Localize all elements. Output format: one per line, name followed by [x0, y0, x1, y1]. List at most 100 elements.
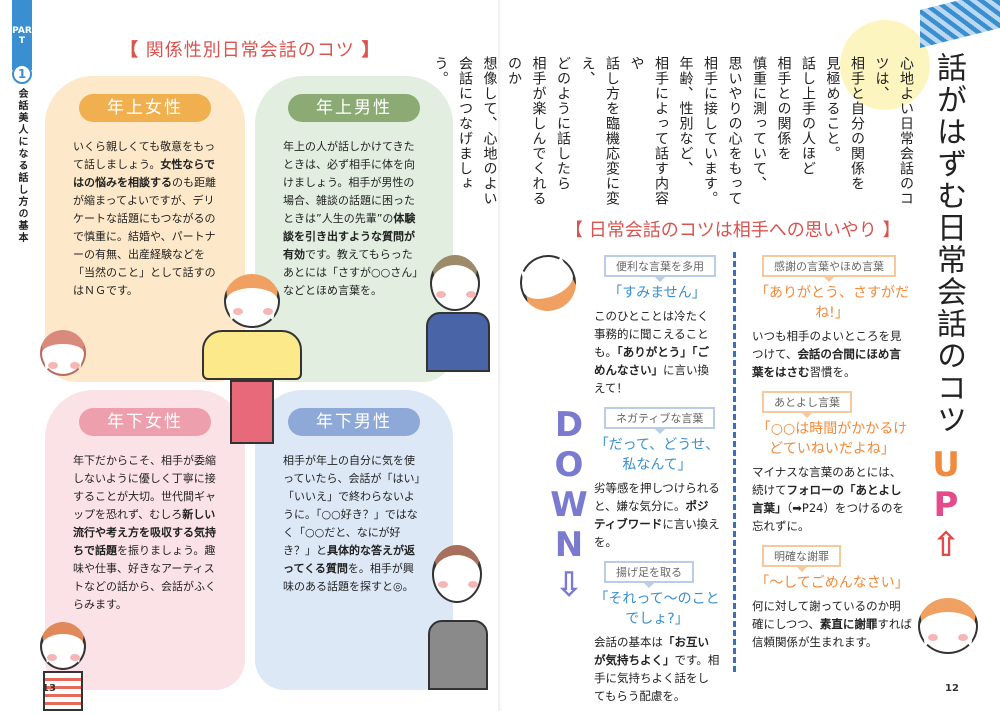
- tip-item: 感謝の言葉やほめ言葉「ありがとう、さすがだね!」いつも相手のよいところを見つけて…: [752, 255, 912, 381]
- part-tab: PART: [12, 0, 32, 70]
- box-text: 年上の人が話しかけてきたときは、必ず相手に体を向けましょう。相手が男性の場合、雑…: [283, 138, 423, 300]
- center-woman-illustration: [224, 274, 280, 328]
- intro-line: 思いやりの心をもって: [726, 56, 743, 206]
- tip-quote: 「すみません」: [608, 285, 706, 301]
- woman-illustration: [40, 330, 86, 376]
- page-number-right: 12: [945, 683, 959, 694]
- bracket-close: 】: [882, 220, 901, 241]
- page-number-left: 13: [42, 683, 56, 694]
- tip-description: 何に対して謝っているのか明確にしつつ、素直に謝罪すれば信頼関係が生まれます。: [752, 597, 912, 651]
- bold-highlight: ポジティブワード: [594, 499, 709, 531]
- tip-item: あとよし言葉「○○は時間がかかるけどていねいだよね」マイナスな言葉のあとには、続…: [752, 391, 912, 535]
- center-woman-top: [202, 330, 302, 380]
- text-segment: を振りましょう。趣味や仕事、好きなアーティストなどの話から、会話がふくらみます。: [73, 544, 216, 611]
- box-text: 相手が年上の自分に気を使っていたら、会話が「はい」「いいえ」で終わらないように。…: [283, 452, 423, 596]
- tip-tag: 感謝の言葉やほめ言葉: [762, 255, 896, 277]
- down-letters-decoration: DOWN⇩: [549, 405, 589, 605]
- tip-tag: 明確な謝罪: [762, 545, 841, 567]
- box-label: 年上女性: [79, 94, 211, 122]
- box-text: 年下だからこそ、相手が委縮しないように優しく丁寧に接することが大切。世代間ギャッ…: [73, 452, 221, 614]
- text-segment: に言い換えを。: [594, 517, 720, 549]
- section-heading-right: 【 日常会話のコツは相手への思いやり 】: [565, 216, 900, 242]
- text-segment: いつも相手のよいところを見つけて、: [752, 329, 902, 361]
- box-younger-female: 年下女性 年下だからこそ、相手が委縮しないように優しく丁寧に接することが大切。世…: [45, 390, 245, 690]
- text-segment: いくら親しくても敬意をもって話しましょう。: [73, 140, 216, 171]
- intro-line: 話し方を臨機応変に変え、: [579, 56, 621, 206]
- chapter-title: 会話美人になる話し方の基本: [16, 88, 27, 244]
- text-segment: 劣等感を押しつけられると、嫌な気分に。: [594, 481, 720, 513]
- bold-highlight: 具体的な答えが返ってくる質問: [283, 544, 415, 575]
- intro-line: 相手に接しています。: [702, 56, 718, 206]
- text-segment: 年上の人が話しかけてきたときは、必ず相手に体を向けましょう。相手が男性の場合、雑…: [283, 140, 415, 225]
- upside-down-woman-illustration: [512, 247, 584, 319]
- tip-item: 明確な謝罪「〜してごめんなさい」何に対して謝っているのか明確にしつつ、素直に謝罪…: [752, 545, 912, 651]
- intro-line: どのように話したら: [555, 56, 571, 191]
- tip-tag: 便利な言葉を多用: [604, 255, 716, 277]
- text-segment: 相手が年上の自分に気を使っていたら、会話が「はい」「いいえ」で終わらないように。…: [283, 454, 420, 557]
- text-segment: このひとことは冷たく事務的に聞こえることも。: [594, 309, 709, 359]
- tip-tag: あとよし言葉: [762, 391, 852, 413]
- bold-highlight: 体験談を引き出すような質問が有効: [283, 212, 416, 261]
- text-segment: を。相手が興味のある話題を探すと◎。: [283, 562, 414, 593]
- center-woman-skirt: [230, 380, 274, 444]
- intro-line: 見極めること。: [824, 56, 841, 161]
- heading-text: 日常会話のコツは相手への思いやり: [588, 220, 877, 241]
- box-label: 年下男性: [288, 408, 420, 436]
- bold-highlight: 「お互いが気持ちよく」: [594, 635, 709, 667]
- tips-column-left: 便利な言葉を多用「すみません」このひとことは冷たく事務的に聞こえることも。「あり…: [594, 255, 720, 715]
- text-segment: です。相手に気持ちよく話をしてもらう配慮を。: [594, 653, 720, 703]
- intro-line: 心地よい日常会話のコツは、: [873, 56, 915, 206]
- bold-highlight: 会話の合間にほめ言葉をはさむ: [752, 347, 901, 379]
- text-segment: 習慣を。: [809, 365, 856, 379]
- intro-line: 相手との関係を: [775, 56, 792, 161]
- tip-quote: 「○○は時間がかかるけどていねいだよね」: [756, 421, 908, 457]
- text-segment: です。教えてもらったあとには「さすが○○さん」などとほめ言葉を。: [283, 248, 418, 297]
- text-segment: マイナスな言葉のあとには、続けて: [752, 465, 902, 497]
- bold-highlight: 「ありがとう」「ごめんなさい」: [594, 345, 709, 377]
- sun-illustration: [840, 20, 930, 110]
- box-younger-male: 年下男性 相手が年上の自分に気を使っていたら、会話が「はい」「いいえ」で終わらな…: [255, 390, 453, 690]
- page-title: 話がはずむ日常会話のコツ: [931, 52, 966, 436]
- bold-highlight: 新しい流行や考え方を吸収する気持ちで話題: [73, 508, 216, 557]
- smiling-woman-illustration: [918, 598, 978, 654]
- text-segment: 会話の基本は: [594, 635, 663, 649]
- tip-description: マイナスな言葉のあとには、続けてフォローの「あとよし言葉」（➡P24）をつけるの…: [752, 463, 912, 535]
- tip-item: 揚げ足を取る「それって〜のことでしょ?」会話の基本は「お互いが気持ちよく」です。…: [594, 561, 720, 705]
- girl-shirt: [43, 671, 83, 711]
- bracket-close: 】: [361, 40, 381, 61]
- intro-line: 年齢、性別など、: [677, 56, 694, 176]
- older-man-illustration: [430, 255, 480, 311]
- tip-description: 劣等感を押しつけられると、嫌な気分に。ポジティブワードに言い換えを。: [594, 479, 720, 551]
- text-segment: 何に対して謝っているのか明確にしつつ、: [752, 599, 901, 631]
- tip-tag: ネガティブな言葉: [604, 407, 716, 429]
- young-man-suit: [428, 620, 488, 690]
- column-divider: [733, 252, 736, 672]
- box-label: 年下女性: [79, 408, 211, 436]
- girl-illustration: [40, 622, 86, 670]
- tip-description: 会話の基本は「お互いが気持ちよく」です。相手に気持ちよく話をしてもらう配慮を。: [594, 633, 720, 705]
- intro-text: 心地よい日常会話のコツは、相手と自分の関係を見極めること。話し上手の人ほど相手と…: [433, 56, 918, 216]
- intro-line: 相手が楽しんでくれるのか: [506, 56, 547, 206]
- tip-quote: 「それって〜のことでしょ?」: [594, 591, 720, 627]
- older-man-suit: [426, 312, 490, 372]
- page-gutter: [498, 0, 502, 711]
- bracket-open: 【: [565, 220, 583, 241]
- text-segment: 年下だからこそ、相手が委縮しないように優しく丁寧に接することが大切。世代間ギャッ…: [73, 454, 216, 521]
- intro-line: 慎重に測っていて、: [751, 56, 767, 191]
- intro-line: 会話につなげましょう。: [432, 56, 474, 191]
- young-man-illustration: [432, 545, 482, 603]
- tip-item: 便利な言葉を多用「すみません」このひとことは冷たく事務的に聞こえることも。「あり…: [594, 255, 720, 397]
- box-label: 年上男性: [288, 94, 420, 122]
- up-letters-decoration: UP⇧: [926, 445, 966, 565]
- tip-description: このひとことは冷たく事務的に聞こえることも。「ありがとう」「ごめんなさい」に言い…: [594, 307, 720, 397]
- tips-column-right: 感謝の言葉やほめ言葉「ありがとう、さすがだね!」いつも相手のよいところを見つけて…: [752, 255, 912, 661]
- text-segment: （➡P24）をつけるのを忘れずに。: [752, 501, 904, 533]
- text-segment: のも距離が縮まってよいですが、デリケートな話題にもつながるので慎重に。結婚や、パ…: [73, 176, 216, 297]
- part-number: 1: [12, 64, 32, 84]
- section-heading: 【 関係性別日常会話のコツ 】: [120, 36, 380, 62]
- tip-quote: 「〜してごめんなさい」: [755, 575, 909, 591]
- box-older-female: 年上女性 いくら親しくても敬意をもって話しましょう。女性ならではの悩みを相談する…: [45, 76, 245, 382]
- tip-quote: 「ありがとう、さすがだね!」: [755, 285, 909, 321]
- bold-highlight: 女性ならではの悩みを相談する: [73, 158, 216, 189]
- intro-line: 想像して、心地のよい: [481, 56, 498, 206]
